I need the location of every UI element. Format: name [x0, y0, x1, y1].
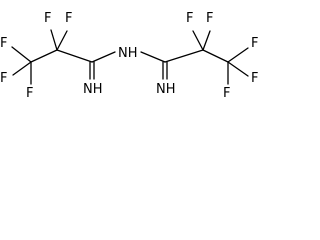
atom-label-f7: F [206, 11, 213, 26]
atom-label-group: F F F F F NH NH NH F F F F F [0, 11, 258, 101]
bond-c5-f7 [202, 30, 211, 51]
atom-label-f2: F [65, 11, 72, 26]
atom-label-nh-left: NH [83, 82, 103, 97]
bond-n2-c4 [140, 51, 166, 63]
bond-c2-c3 [56, 49, 93, 63]
atom-label-f4: F [0, 71, 7, 86]
bond-c1-c2 [30, 49, 58, 63]
atom-label-f5: F [26, 86, 33, 101]
bond-c1-f4 [12, 61, 32, 76]
atom-label-f8: F [251, 36, 258, 51]
bond-c6-f8 [227, 47, 249, 63]
atom-label-f9: F [251, 71, 258, 86]
bond-c3-n2 [91, 51, 116, 63]
atom-label-f1: F [44, 11, 51, 26]
bond-c4-c5 [164, 49, 204, 63]
bond-group [11, 29, 249, 85]
atom-label-f6: F [186, 11, 193, 26]
atom-label-f10: F [223, 86, 230, 101]
atom-label-nh-right: NH [156, 82, 176, 97]
structure-canvas: F F F F F NH NH NH F F F F F [0, 0, 271, 120]
bond-c5-f6 [192, 30, 204, 51]
atom-label-nh-bridge: NH [118, 46, 138, 61]
bond-c2-f1 [50, 29, 58, 51]
bond-c6-f9 [227, 61, 249, 77]
molecule-structure: F F F F F NH NH NH F F F F F [0, 11, 258, 101]
bond-c2-f2 [56, 30, 68, 51]
atom-label-f3: F [0, 36, 7, 51]
bond-c1-f3 [11, 46, 32, 63]
bond-c5-c6 [202, 49, 229, 63]
